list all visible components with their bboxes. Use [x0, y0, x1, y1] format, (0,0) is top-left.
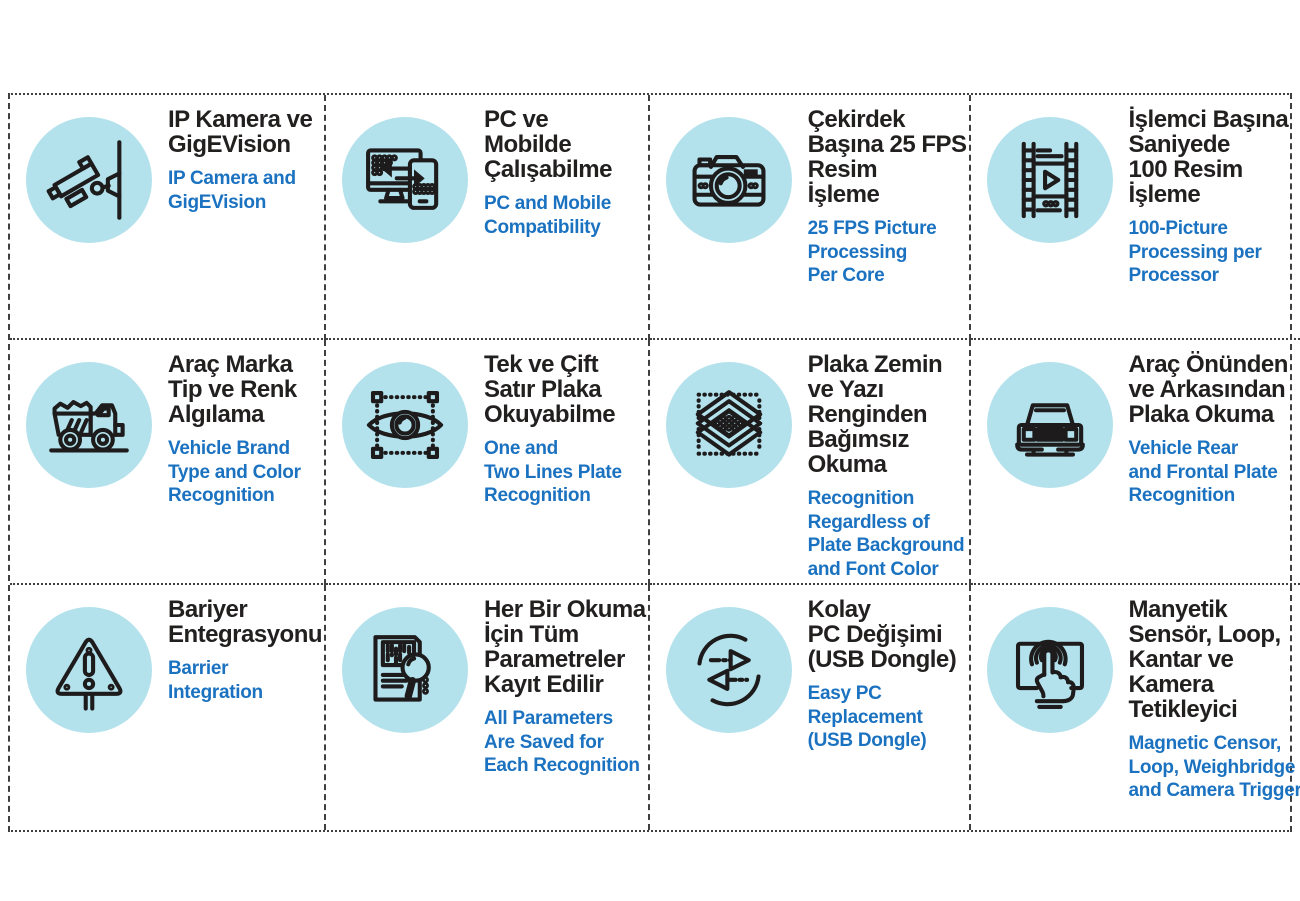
- layers-diamond-icon: [695, 390, 762, 457]
- feature-card: Her Bir Okuma İçin Tüm Parametreler Kayı…: [326, 585, 650, 830]
- feature-subtitle: Vehicle Brand Type and Color Recognition: [168, 438, 301, 506]
- feature-icon-circle: [342, 117, 469, 243]
- feature-card: Bariyer Entegrasyonu Barrier Integration: [10, 585, 327, 830]
- feature-title: Tek ve Çift Satır Plaka Okuyabilme: [484, 351, 616, 428]
- feature-subtitle: Vehicle Rear and Frontal Plate Recogniti…: [1128, 438, 1278, 506]
- feature-subtitle: PC and Mobile Compatibility: [484, 193, 612, 238]
- car-front-icon: [1014, 403, 1085, 457]
- feature-title: Araç Marka Tip ve Renk Algılama: [168, 351, 297, 428]
- feature-card: IP Kamera ve GigEVision IP Camera and Gi…: [10, 95, 327, 340]
- photo-camera-icon: [692, 154, 766, 207]
- dump-truck-icon: [49, 399, 129, 453]
- feature-card: PC ve Mobilde Çalışabilme PC and Mobile …: [326, 95, 650, 340]
- document-magnifier-icon: [373, 635, 431, 702]
- feature-title: Plaka Zemin ve Yazı Renginden Bağımsız O…: [807, 351, 943, 478]
- feature-title: PC ve Mobilde Çalışabilme: [484, 106, 612, 183]
- feature-subtitle: All Parameters Are Saved for Each Recogn…: [484, 708, 640, 776]
- feature-card: Plaka Zemin ve Yazı Renginden Bağımsız O…: [649, 340, 971, 585]
- swap-arrows-icon: [697, 633, 761, 707]
- feature-icon-circle: [665, 117, 792, 243]
- feature-subtitle: Magnetic Censor, Loop, Weighbridge and C…: [1128, 733, 1300, 801]
- feature-card: Tek ve Çift Satır Plaka Okuyabilme One a…: [326, 340, 650, 585]
- feature-card: Araç Önünden ve Arkasından Plaka Okuma V…: [970, 340, 1300, 585]
- cctv-camera-icon: [46, 140, 122, 220]
- eye-scan-icon: [366, 390, 444, 460]
- features-grid: IP Kamera ve GigEVision IP Camera and Gi…: [8, 93, 1300, 832]
- pc-mobile-icon: [366, 148, 439, 210]
- feature-subtitle: IP Camera and GigEVision: [168, 168, 296, 213]
- feature-card: Araç Marka Tip ve Renk Algılama Vehicle …: [10, 340, 327, 585]
- feature-title: Çekirdek Başına 25 FPS Resim İşleme: [807, 106, 967, 208]
- touch-trigger-icon: [1015, 639, 1084, 709]
- feature-title: IP Kamera ve GigEVision: [168, 106, 313, 158]
- feature-card: Manyetik Sensör, Loop, Kantar ve Kamera …: [971, 585, 1300, 830]
- feature-subtitle: Easy PC Replacement (USB Dongle): [807, 683, 927, 751]
- film-strip-icon: [1021, 141, 1078, 219]
- feature-title: Manyetik Sensör, Loop, Kantar ve Kamera …: [1128, 596, 1282, 723]
- feature-card: Çekirdek Başına 25 FPS Resim İşleme 25 F…: [649, 95, 971, 340]
- feature-title: Her Bir Okuma İçin Tüm Parametreler Kayı…: [484, 596, 646, 698]
- feature-icon-circle: [26, 117, 152, 243]
- feature-icon-circle: [986, 362, 1113, 488]
- feature-title: Bariyer Entegrasyonu: [168, 596, 323, 648]
- feature-icon-circle: [342, 607, 469, 733]
- feature-icon-circle: [26, 362, 152, 488]
- warning-triangle-icon: [55, 637, 123, 711]
- feature-title: Araç Önünden ve Arkasından Plaka Okuma: [1128, 351, 1289, 428]
- feature-icon-circle: [986, 607, 1113, 733]
- feature-icon-circle: [665, 362, 792, 488]
- feature-icon-circle: [986, 117, 1113, 243]
- feature-title: İşlemci Başına Saniyede 100 Resim İşleme: [1128, 106, 1289, 208]
- feature-icon-circle: [342, 362, 469, 488]
- feature-icon-circle: [665, 607, 792, 733]
- feature-subtitle: 25 FPS Picture Processing Per Core: [807, 218, 937, 286]
- feature-subtitle: Barrier Integration: [168, 658, 263, 703]
- feature-subtitle: 100-Picture Processing per Processor: [1128, 218, 1262, 286]
- feature-title: Kolay PC Değişimi (USB Dongle): [807, 596, 957, 673]
- feature-card: Kolay PC Değişimi (USB Dongle) Easy PC R…: [650, 585, 971, 830]
- feature-card: İşlemci Başına Saniyede 100 Resim İşleme…: [970, 95, 1300, 340]
- feature-subtitle: Recognition Regardless of Plate Backgrou…: [807, 488, 965, 580]
- feature-subtitle: One and Two Lines Plate Recognition: [484, 438, 622, 506]
- feature-icon-circle: [26, 607, 152, 733]
